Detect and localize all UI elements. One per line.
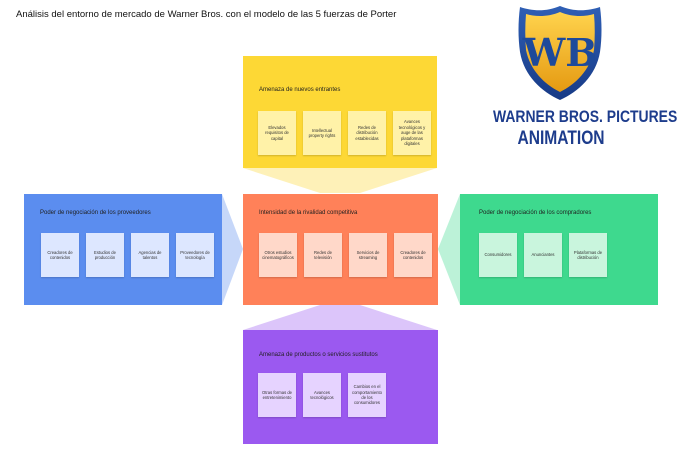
note-tech-advances-substitutes[interactable]: Avances tecnológicos	[303, 373, 341, 417]
note-consumer-behavior[interactable]: Cambios en el comportamiento de los cons…	[348, 373, 386, 417]
panel-title-substitutes: Amenaza de productos o servicios sustitu…	[259, 352, 378, 358]
wb-shield-logo: WB	[518, 6, 602, 100]
note-content-creators[interactable]: Creadores de contenidos	[41, 233, 79, 277]
note-rival-content-creators[interactable]: Creadores de contenidos	[394, 233, 432, 277]
panel-title-suppliers: Poder de negociación de los proveedores	[40, 210, 151, 216]
note-tv-networks[interactable]: Redes de televisión	[304, 233, 342, 277]
note-tech-advances[interactable]: Avances tecnológicos y auge de las plata…	[393, 111, 431, 155]
note-tech-providers[interactable]: Proveedores de tecnología	[176, 233, 214, 277]
note-production-studios[interactable]: Estudios de producción	[86, 233, 124, 277]
connector-right	[438, 194, 460, 305]
connector-top	[243, 168, 437, 193]
page-title: Análisis del entorno de mercado de Warne…	[16, 9, 397, 20]
panel-new-entrants: Amenaza de nuevos entrantes Elevados req…	[243, 56, 437, 168]
panel-title-rivalry: Intensidad de la rivalidad competitiva	[259, 210, 358, 216]
panel-title-buyers: Poder de negociación de los compradores	[479, 210, 592, 216]
note-ip-rights[interactable]: Intellectual property rights	[303, 111, 341, 155]
note-talent-agencies[interactable]: Agencias de talentos	[131, 233, 169, 277]
note-capital-requirements[interactable]: Elevados requisitos de capital	[258, 111, 296, 155]
note-other-studios[interactable]: Otros estudios cinematográficos	[259, 233, 297, 277]
panel-suppliers: Poder de negociación de los proveedores …	[24, 194, 222, 305]
panel-rivalry: Intensidad de la rivalidad competitiva O…	[243, 194, 438, 305]
panel-substitutes: Amenaza de productos o servicios sustitu…	[243, 330, 438, 444]
note-distribution-networks[interactable]: Redes de distribución establecidas	[348, 111, 386, 155]
brand-subtitle: ANIMATION	[517, 128, 605, 149]
note-streaming-services[interactable]: Servicios de streaming	[349, 233, 387, 277]
svg-text:WB: WB	[522, 30, 598, 75]
brand-name: WARNER BROS. PICTURES	[492, 107, 678, 126]
note-advertisers[interactable]: Anunciantes	[524, 233, 562, 277]
connector-left	[222, 194, 243, 305]
connector-bottom	[243, 305, 437, 330]
panel-buyers: Poder de negociación de los compradores …	[460, 194, 658, 305]
note-consumers[interactable]: Consumidores	[479, 233, 517, 277]
note-distribution-platforms[interactable]: Plataformas de distribución	[569, 233, 607, 277]
note-other-entertainment[interactable]: Otras formas de entretenimiento	[258, 373, 296, 417]
panel-title-new-entrants: Amenaza de nuevos entrantes	[259, 87, 341, 93]
